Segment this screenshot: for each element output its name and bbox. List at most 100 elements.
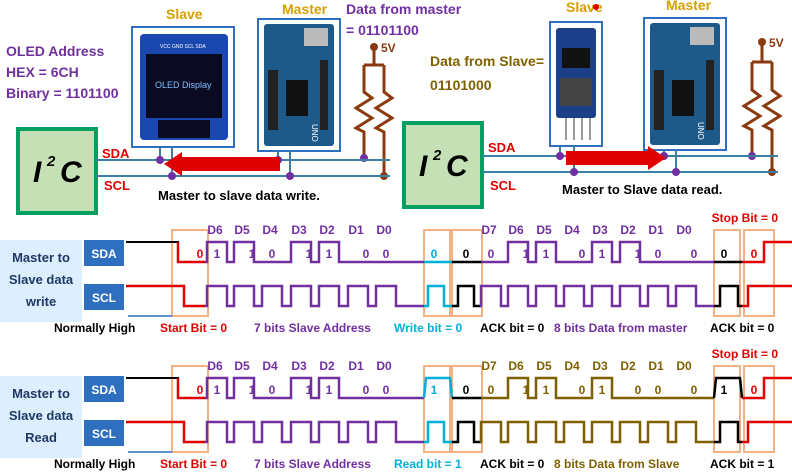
data-caption: 8 bits Data from master	[554, 321, 688, 335]
data-bit-value: 0	[579, 247, 586, 261]
address-caption: 7 bits Slave Address	[254, 457, 371, 471]
address-bit-name: D2	[319, 223, 335, 237]
sda-idle-segment	[126, 377, 205, 399]
data-bit-name: D4	[564, 359, 580, 373]
normally-high-caption: Normally High	[54, 457, 135, 471]
ack-caption: ACK bit = 0	[480, 457, 545, 471]
ack-bit-value: 0	[463, 383, 470, 397]
sda-stop-segment	[742, 240, 792, 264]
ack2-caption: ACK bit = 0	[710, 321, 775, 335]
ack2-caption: ACK bit = 1	[710, 457, 775, 471]
address-bit-value: 0	[383, 247, 390, 261]
address-bit-value: 1	[249, 383, 256, 397]
data-bit-name: D0	[676, 359, 692, 373]
sda-tag-label: SDA	[91, 247, 117, 261]
scl-tag	[84, 420, 124, 446]
arduino-master-board: UNO	[257, 18, 341, 152]
data-bit-name: D5	[536, 223, 552, 237]
address-bit-value: 1	[249, 247, 256, 261]
data-bit-name: D0	[676, 223, 692, 237]
svg-text:2: 2	[46, 153, 56, 170]
svg-text:2: 2	[432, 147, 442, 164]
address-bit-value: 1	[306, 247, 313, 261]
oled-display-text: OLED Display	[155, 80, 212, 90]
side-label-line: Slave data	[9, 408, 74, 423]
data-bit-name: D1	[648, 223, 664, 237]
scl-ack2-segment	[714, 284, 742, 308]
bit-frame	[451, 365, 483, 453]
data-bit-value: 0	[655, 383, 662, 397]
i2c-block-right: I 2 C	[402, 121, 484, 209]
stop-bit-value: 0	[751, 247, 758, 261]
side-label-line: Master to	[12, 386, 70, 401]
address-bit-name: D0	[376, 223, 392, 237]
address-bit-value: 1	[214, 247, 221, 261]
scl-tag-label: SCL	[92, 427, 116, 441]
data-bit-value: 1	[599, 247, 606, 261]
address-bit-name: D4	[262, 223, 278, 237]
data-bit-value: 0	[691, 247, 698, 261]
master-label-right: Master	[666, 0, 712, 13]
address-bit-name: D4	[262, 359, 278, 373]
rw-bit-value: 1	[431, 383, 438, 397]
data-from-slave-label: Data from Slave=	[430, 53, 544, 69]
data-from-slave-value: 01101000	[430, 77, 492, 93]
sda-tag	[84, 240, 124, 266]
scl-ack-segment	[452, 284, 482, 308]
data-bit-name: D6	[508, 359, 524, 373]
address-bit-value: 1	[306, 383, 313, 397]
scl-tag-label: SCL	[92, 291, 116, 305]
sda-address-segment	[205, 240, 424, 264]
rw-caption: Write bit = 0	[394, 321, 462, 335]
data-bit-name: D2	[620, 223, 636, 237]
address-bit-value: 0	[363, 383, 370, 397]
slave-label-right: Slave	[566, 0, 603, 15]
slave-label: Slave	[166, 6, 203, 22]
ack2-bit-value: 0	[721, 247, 728, 261]
sda-address-segment	[205, 376, 424, 400]
ack2-bit-value: 1	[721, 383, 728, 397]
normally-high-caption: Normally High	[54, 321, 135, 335]
sda-tag	[84, 376, 124, 402]
svg-text:C: C	[446, 150, 469, 183]
start-bit-caption: Start Bit = 0	[160, 457, 227, 471]
data-bit-value: 1	[523, 383, 530, 397]
bit-frame	[713, 229, 741, 317]
data-from-master-value: = 01101100	[346, 22, 419, 38]
address-bit-value: 1	[326, 383, 333, 397]
scl-address-segment	[205, 284, 424, 308]
data-bit-value: 0	[488, 247, 495, 261]
address-caption: 7 bits Slave Address	[254, 321, 371, 335]
data-bit-value: 0	[635, 383, 642, 397]
data-bit-name: D4	[564, 223, 580, 237]
sda-label-left: SDA	[102, 146, 130, 161]
side-label-line: Slave data	[9, 272, 74, 287]
address-bit-value: 1	[326, 247, 333, 261]
stop-bit-label: Stop Bit = 0	[712, 211, 779, 225]
scl-address-segment	[205, 420, 424, 444]
data-from-master-label: Data from master	[346, 1, 462, 17]
sda-start-segment	[176, 242, 205, 264]
oled-address-label: OLED Address	[6, 43, 104, 59]
address-bit-name: D3	[291, 359, 307, 373]
address-bit-value: 0	[269, 247, 276, 261]
svg-text:5V: 5V	[769, 36, 784, 50]
pullup-resistor-right: 5V	[740, 36, 784, 176]
scl-data-segment	[479, 420, 714, 444]
ack-bit-value: 0	[463, 247, 470, 261]
address-bit-name: D6	[207, 223, 223, 237]
address-bit-name: D1	[348, 359, 364, 373]
data-bit-name: D7	[481, 223, 497, 237]
sda-start-segment	[176, 378, 205, 400]
side-label-box	[0, 240, 82, 322]
bit-frame	[713, 365, 741, 453]
address-bit-name: D1	[348, 223, 364, 237]
svg-text:C: C	[60, 156, 83, 189]
scl-stop-segment	[742, 420, 792, 444]
address-bit-name: D5	[234, 223, 250, 237]
side-label-box	[0, 376, 82, 458]
master-to-slave-caption: Master to slave data write.	[158, 188, 320, 203]
address-bit-value: 0	[363, 247, 370, 261]
data-bit-value: 1	[543, 383, 550, 397]
